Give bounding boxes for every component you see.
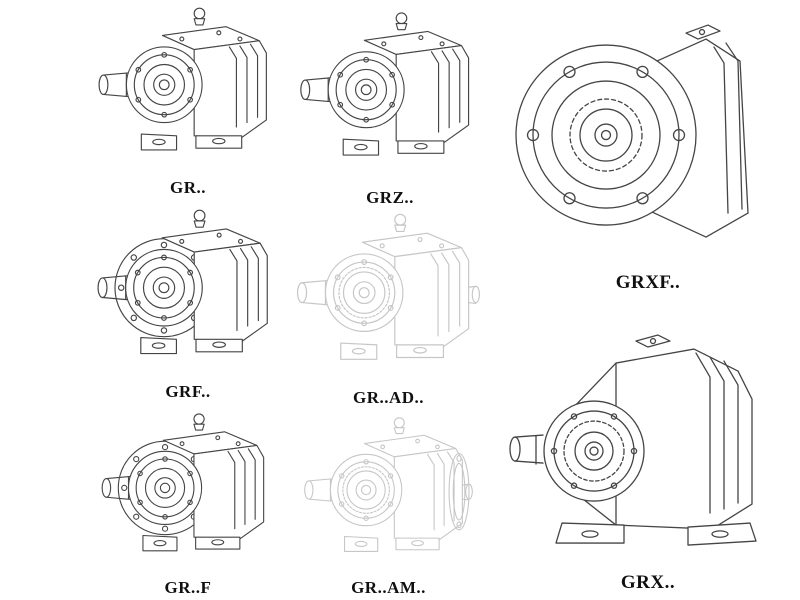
label-grx: GRX.. — [620, 572, 676, 594]
gearbox-drawing-grxf — [515, 24, 749, 238]
gearbox-drawing-grf — [97, 209, 268, 355]
label-grf: GRF.. — [165, 382, 211, 402]
gearbox-drawing-gr — [98, 7, 267, 151]
cell-grz: GRZ.. — [292, 2, 488, 210]
label-grad: GR..AD.. — [352, 388, 425, 408]
gearbox-drawing-gram — [304, 417, 473, 552]
cell-grx: GRX.. — [498, 298, 798, 596]
cell-gr: GR.. — [88, 2, 288, 200]
label-grz: GRZ.. — [366, 188, 414, 208]
gearbox-drawing-grx — [509, 334, 757, 546]
gearbox-drawing-grft — [101, 413, 265, 552]
label-grxf: GRXF.. — [615, 272, 681, 294]
gearbox-drawing-grad — [296, 213, 481, 360]
cell-grad: GR..AD.. — [286, 208, 491, 410]
cell-grxf: GRXF.. — [498, 0, 798, 296]
cell-grft: GR..F — [88, 408, 288, 600]
label-gr: GR.. — [170, 178, 206, 198]
gearbox-drawing-grz — [300, 12, 470, 156]
label-gram: GR..AM.. — [351, 578, 426, 598]
cell-gram: GR..AM.. — [286, 412, 491, 600]
cell-grf: GRF.. — [88, 204, 288, 404]
label-grft: GR..F — [164, 578, 212, 598]
